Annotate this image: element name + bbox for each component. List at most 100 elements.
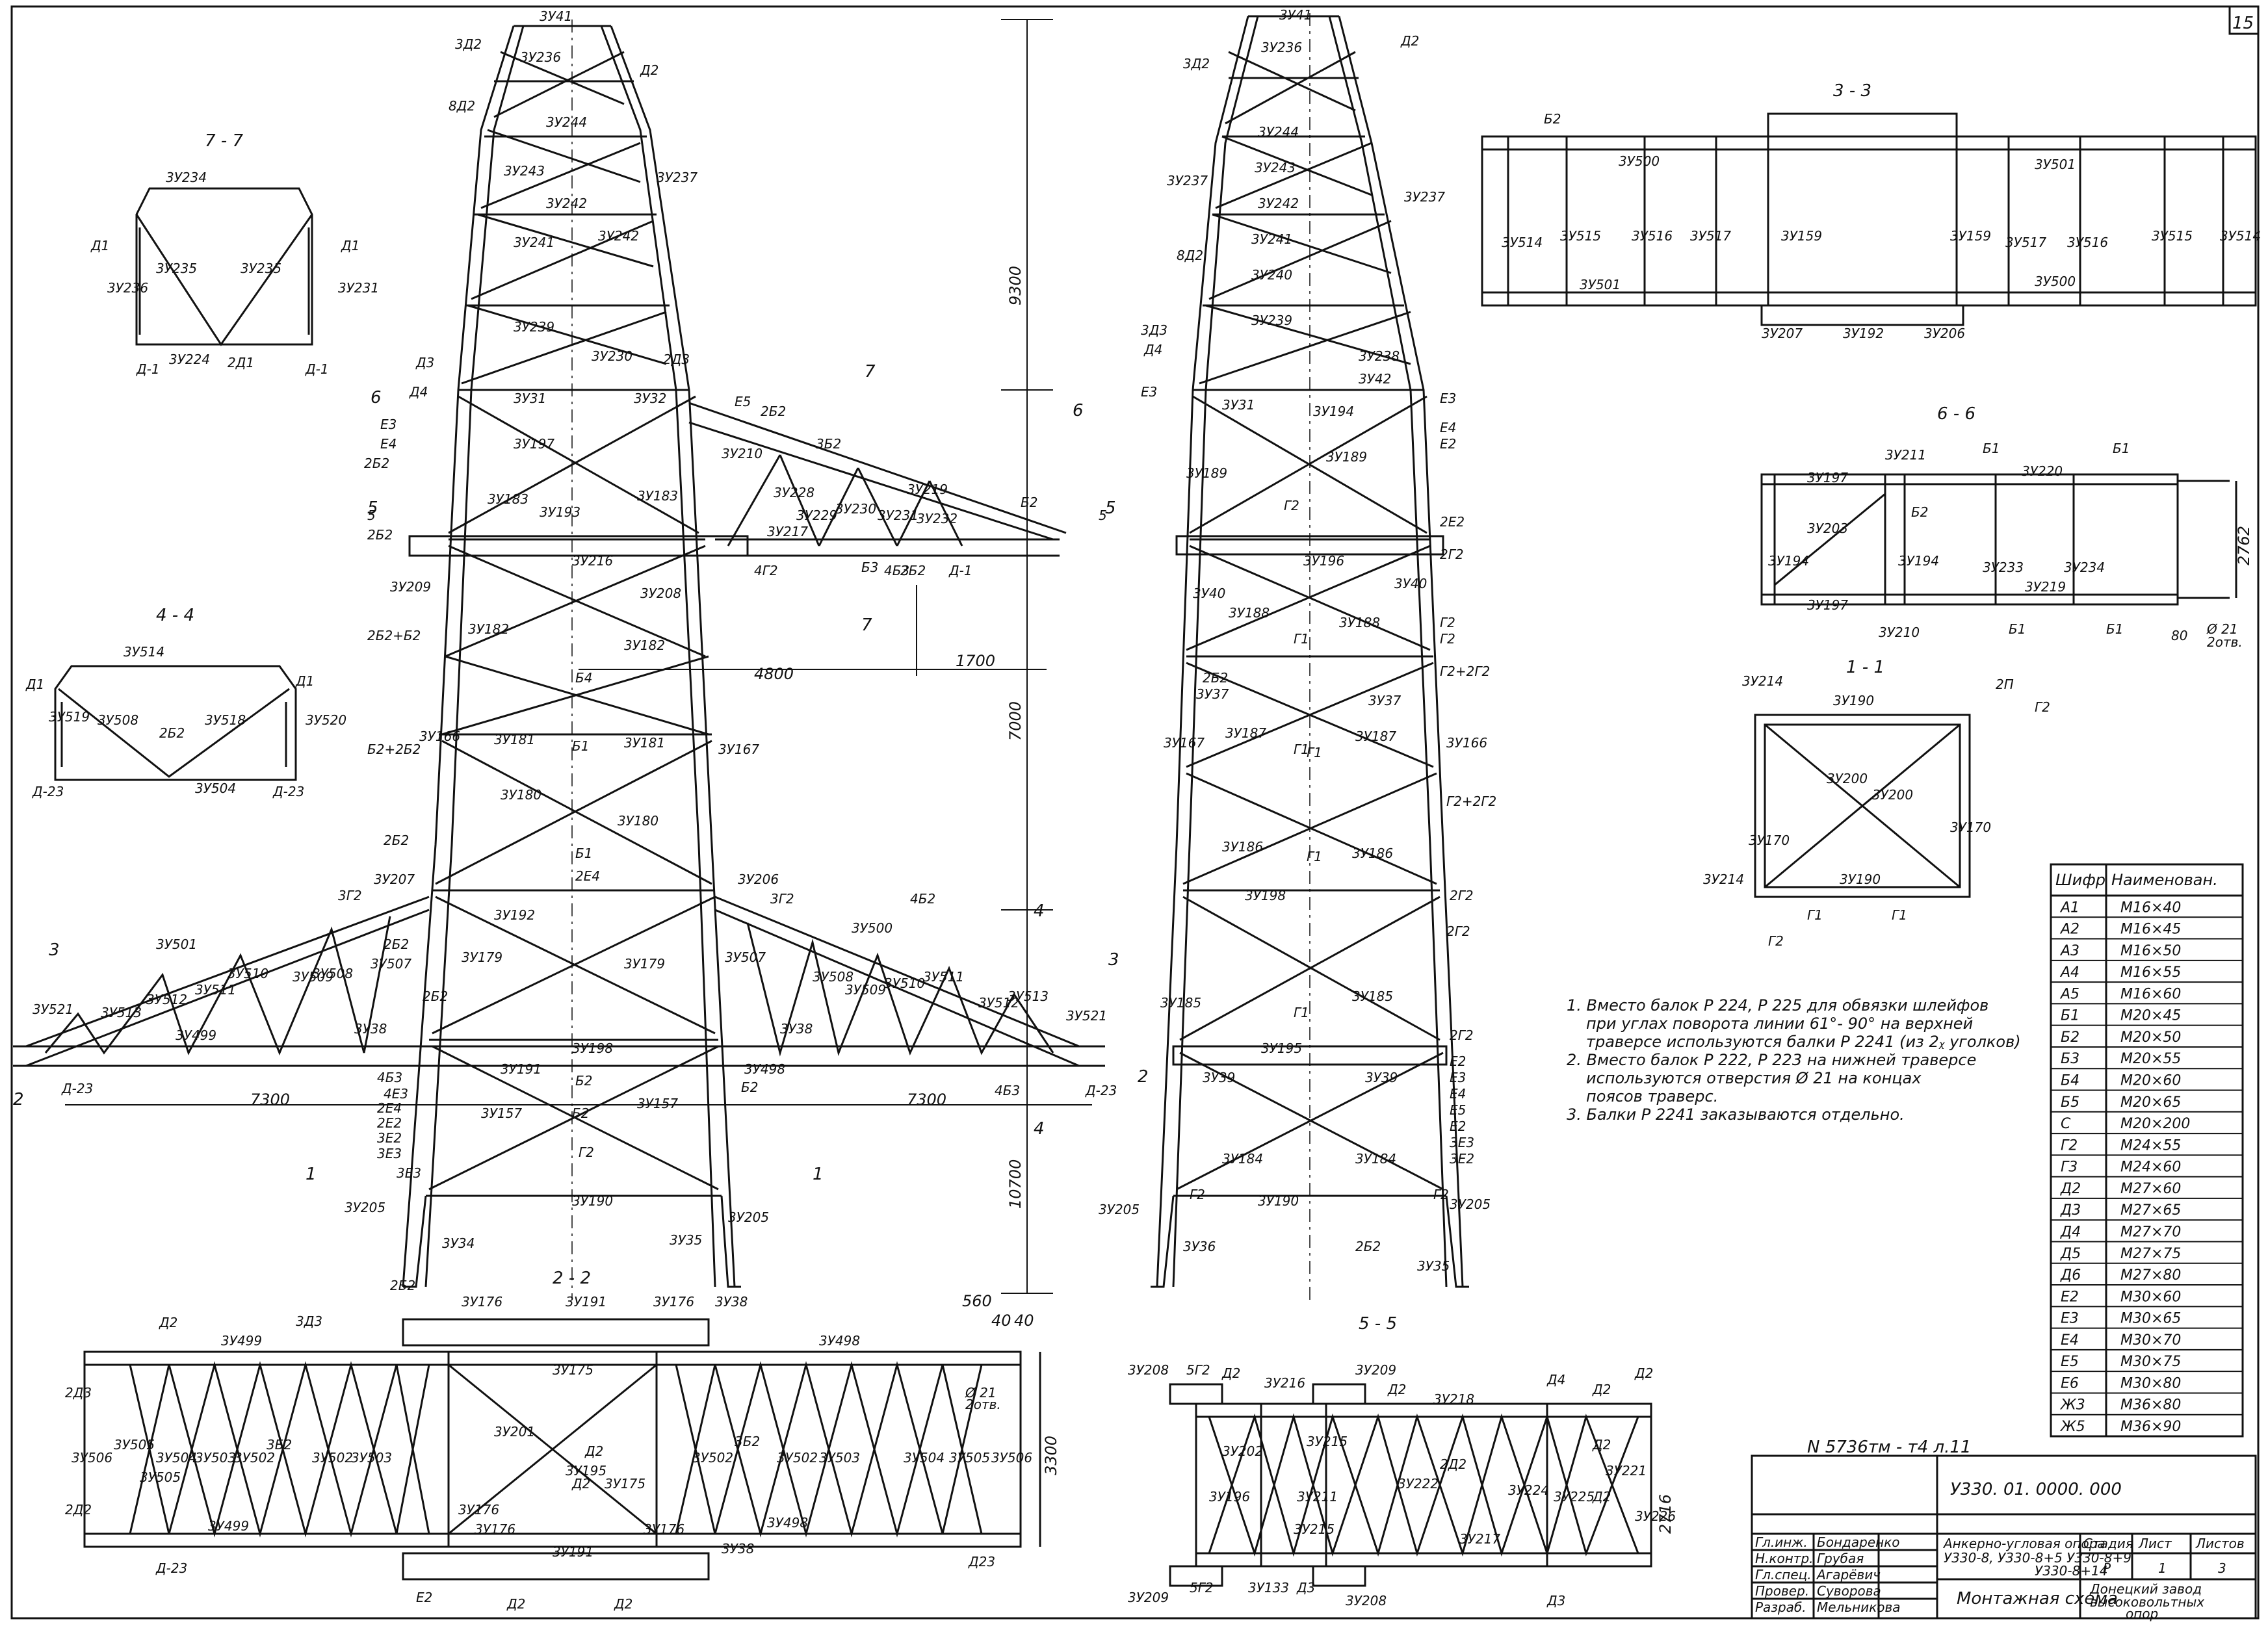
front-member-label-104: 3У498 bbox=[744, 1061, 785, 1077]
side-member-label-24: Г2 bbox=[1284, 498, 1299, 513]
front-member-label-27: 3Б2 bbox=[816, 436, 841, 452]
front-member-label-61: 3Г2 bbox=[338, 888, 362, 903]
bolt-size-11: M24×55 bbox=[2120, 1137, 2181, 1154]
section-6-6 bbox=[1760, 473, 2237, 606]
front-member-label-116: Б2 bbox=[572, 1105, 589, 1121]
bolt-code-15: Д4 bbox=[2060, 1224, 2081, 1240]
side-member-label-53: 3У185 bbox=[1352, 988, 1393, 1004]
org-line-3: опор bbox=[2126, 1606, 2158, 1622]
front-member-label-110: 3У205 bbox=[345, 1200, 385, 1215]
side-member-label-21: 3У194 bbox=[1313, 404, 1354, 419]
bolt-size-1: M16×45 bbox=[2120, 922, 2181, 938]
section-5-label-11: 3У202 bbox=[1222, 1443, 1263, 1459]
front-member-label-2: 8Д2 bbox=[449, 98, 475, 114]
front-member-label-18: Е4 bbox=[380, 436, 397, 452]
front-member-label-82: 2Б2 bbox=[423, 988, 448, 1004]
front-member-label-102: 3У191 bbox=[501, 1061, 541, 1077]
section-3-label-7: 3У159 bbox=[1781, 228, 1822, 244]
front-member-label-74: 3У508 bbox=[312, 966, 353, 981]
front-member-label-24: 3У183 bbox=[637, 488, 678, 504]
section-5-label-21: 3У226 bbox=[1635, 1508, 1676, 1524]
section-2-label-28: 3У505 bbox=[949, 1450, 990, 1466]
section-5-label-9: Д2 bbox=[1634, 1365, 1653, 1381]
section-4-label-8: 3У504 bbox=[195, 781, 236, 796]
front-member-label-36: 5 bbox=[1099, 508, 1107, 523]
front-member-label-106: 3У157 bbox=[481, 1105, 522, 1121]
section-mark-2: 7 bbox=[865, 362, 876, 381]
section-1-label-5: 3У200 bbox=[1872, 787, 1913, 803]
front-member-label-89: 3У510 bbox=[884, 976, 925, 991]
front-member-label-14: Д4 bbox=[409, 384, 428, 400]
side-member-label-37: Г2+2Г2 bbox=[1440, 664, 1490, 679]
side-member-label-57: 3У39 bbox=[1203, 1070, 1235, 1085]
title-line-3: У330-8+14 bbox=[2035, 1563, 2108, 1579]
side-member-label-42: 3У187 bbox=[1225, 725, 1266, 741]
side-member-label-34: Г1 bbox=[1294, 631, 1309, 647]
staff-name-2: Агарёвич bbox=[1816, 1567, 1881, 1583]
section-5-label-18: 3У225 bbox=[1554, 1489, 1595, 1505]
section-2-dimension-0: 560 bbox=[962, 1292, 992, 1310]
section-4-label-0: 3У514 bbox=[124, 644, 164, 660]
front-member-label-63: 3Г2 bbox=[770, 891, 794, 907]
section-1-label-3: Г2 bbox=[2035, 699, 2050, 715]
front-member-label-37: 2Б2 bbox=[367, 527, 393, 543]
side-member-label-46: 3У186 bbox=[1222, 839, 1263, 855]
front-top-label: 3У41 bbox=[540, 8, 572, 24]
side-member-label-73: 2Б2 bbox=[1355, 1239, 1381, 1254]
side-member-label-63: Е2 bbox=[1450, 1118, 1466, 1134]
front-member-label-55: 3У181 bbox=[624, 735, 665, 751]
front-member-label-76: 2Б2 bbox=[384, 937, 409, 952]
side-member-label-30: Г2 bbox=[1440, 615, 1455, 630]
front-member-label-72: 3У510 bbox=[228, 966, 268, 981]
section-5-label-3: 3У216 bbox=[1264, 1375, 1305, 1391]
front-member-label-39: 3У209 bbox=[390, 579, 431, 595]
section-mark-3: 7 bbox=[861, 615, 872, 635]
section-5-title: 5 - 5 bbox=[1359, 1314, 1397, 1334]
section-6-label-2: Б1 bbox=[2113, 441, 2130, 456]
section-1-label-8: 3У214 bbox=[1703, 872, 1744, 887]
front-member-label-33: 3У231 bbox=[878, 508, 919, 523]
bolt-size-6: M20×50 bbox=[2120, 1029, 2181, 1046]
front-member-label-95: Д-23 bbox=[1085, 1083, 1117, 1098]
section-2-title: 2 - 2 bbox=[553, 1269, 591, 1288]
front-member-label-80: 3У513 bbox=[101, 1005, 142, 1020]
section-2-label-24: 3Б2 bbox=[735, 1434, 760, 1449]
section-2-label-2: 3У176 bbox=[462, 1294, 502, 1310]
side-member-label-36: 2Б2 bbox=[1203, 670, 1228, 686]
note-line-2: траверсе используются балки Р 2241 (из 2… bbox=[1586, 1033, 2021, 1051]
section-6-label-14: Б1 bbox=[2009, 621, 2026, 637]
front-member-label-114: 3У35 bbox=[670, 1232, 702, 1248]
front-member-label-77: 3У179 bbox=[462, 950, 502, 965]
side-member-label-62: Е5 bbox=[1450, 1102, 1466, 1118]
side-member-label-49: 3У198 bbox=[1245, 888, 1286, 903]
bolt-size-7: M20×55 bbox=[2120, 1051, 2181, 1067]
bolt-code-10: С bbox=[2061, 1116, 2071, 1132]
title-block bbox=[1751, 1454, 2257, 1620]
bolt-code-22: Е6 bbox=[2061, 1375, 2079, 1391]
side-member-label-70: 3У205 bbox=[1450, 1196, 1491, 1212]
section-3-label-13: 3У501 bbox=[2035, 157, 2076, 172]
front-member-label-29: Б2 bbox=[1021, 495, 1037, 510]
org-line-1: Донецкий завод bbox=[2089, 1581, 2202, 1597]
section-3-label-5: 3У516 bbox=[1632, 228, 1673, 244]
side-member-label-72: 3У35 bbox=[1417, 1258, 1450, 1274]
bolt-code-6: Б2 bbox=[2061, 1029, 2079, 1046]
front-member-label-56: Б1 bbox=[572, 738, 589, 754]
front-member-label-32: 3У230 bbox=[835, 501, 876, 517]
front-member-label-81: 3У499 bbox=[176, 1027, 216, 1043]
section-7-label-1: Д1 bbox=[90, 238, 109, 253]
section-3-label-9: 3У517 bbox=[2005, 235, 2046, 250]
front-member-label-7: 3У242 bbox=[546, 196, 587, 211]
section-5-label-5: Д2 bbox=[1387, 1382, 1406, 1397]
front-member-label-112: 3У190 bbox=[572, 1193, 613, 1209]
section-6-label-5: 3У203 bbox=[1807, 521, 1848, 536]
side-member-label-8: 3У241 bbox=[1251, 231, 1292, 247]
front-member-label-43: Б3 bbox=[861, 560, 878, 575]
section-2-dimension-3: 3300 bbox=[1042, 1436, 1060, 1475]
section-2-label-4: 3У176 bbox=[653, 1294, 694, 1310]
section-2-label-17: 3У175 bbox=[553, 1362, 593, 1378]
side-member-label-55: 2Г2 bbox=[1450, 1027, 1474, 1043]
staff-role-3: Провер. bbox=[1755, 1583, 1809, 1599]
